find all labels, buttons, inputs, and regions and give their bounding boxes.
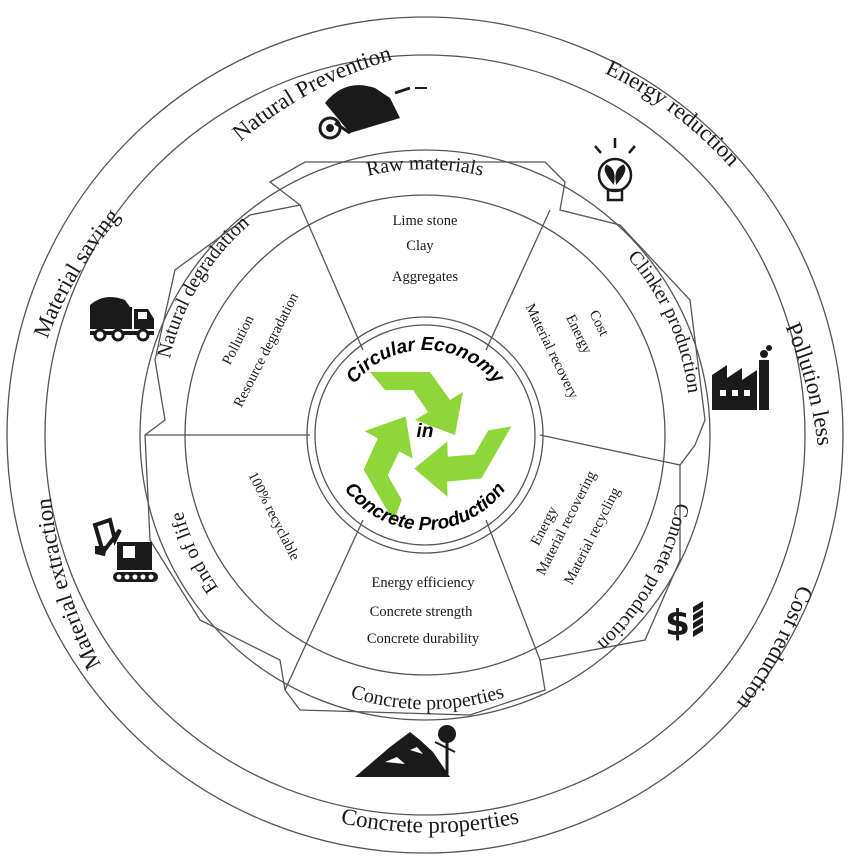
wheelbarrow-icon (318, 85, 427, 140)
outer-band-inner-border (44, 54, 806, 816)
segment-item: 100% recyclable (244, 469, 302, 563)
segment-dividers (145, 204, 681, 691)
label-band-outline (144, 161, 706, 716)
lightbulb-leaf-icon (594, 138, 636, 202)
segment-item: Concrete strength (370, 604, 473, 620)
segment-raw-materials: Lime stone Clay Aggregates (392, 213, 458, 285)
factory-icon (712, 345, 772, 410)
segment-item: Clay (406, 238, 434, 254)
ring-label-concrete-properties: Concrete properties (349, 681, 507, 715)
icon-band-inner-border (139, 149, 711, 721)
excavator-icon (92, 517, 158, 582)
outer-label-concrete-properties: Concrete properties (339, 803, 521, 837)
center-outer-circle (306, 316, 544, 554)
outer-label-pollution-less: Pollution less (781, 319, 838, 447)
ring-label-end-of-life: End of life (166, 509, 223, 597)
outer-ring-border (6, 16, 844, 854)
recycle-icon (347, 372, 512, 522)
outer-label-cost-reduction: Cost reduction (732, 583, 818, 716)
segment-clinker-production: Cost Energy Material recovery (522, 301, 612, 402)
segment-item: Aggregates (392, 269, 458, 285)
outer-label-energy-reduction: Energy reduction (602, 55, 745, 171)
segment-natural-degradation: Pollution Resource degradation (219, 290, 302, 410)
ring-label-raw-materials: Raw materials (364, 152, 485, 181)
segment-concrete-properties: Energy efficiency Concrete strength Conc… (367, 575, 480, 647)
dump-truck-icon (90, 296, 154, 342)
svg-text:$: $ (665, 603, 690, 644)
center-inner-circle (314, 324, 536, 546)
segment-end-of-life: 100% recyclable (244, 469, 302, 563)
segment-item: Lime stone (393, 213, 458, 229)
center-title-middle: in (417, 421, 434, 442)
segment-item: Concrete durability (367, 631, 480, 647)
mountain-icon (355, 725, 456, 777)
segment-item: Cost (586, 308, 612, 339)
segment-item: Energy efficiency (372, 575, 476, 591)
center-title-bottom: Concrete Production (340, 479, 510, 535)
segment-concrete-production: Energy Material recovering Material recy… (528, 468, 624, 587)
dollar-growth-icon: $ (665, 601, 703, 644)
